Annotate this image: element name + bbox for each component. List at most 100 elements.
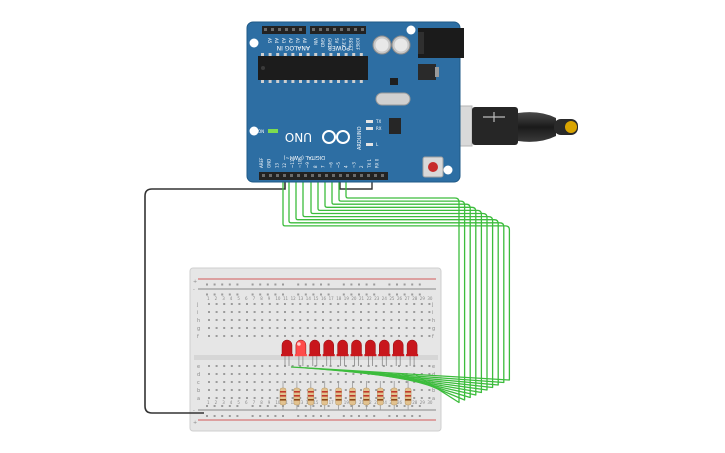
breadboard-hole[interactable] (291, 373, 294, 375)
rail-hole[interactable] (221, 293, 224, 296)
breadboard-hole[interactable] (382, 311, 385, 313)
breadboard-hole[interactable] (268, 381, 271, 383)
header-pin[interactable] (311, 174, 314, 177)
led[interactable] (295, 339, 307, 356)
rail-hole[interactable] (403, 415, 406, 417)
rail-hole[interactable] (266, 405, 269, 407)
led[interactable] (351, 339, 362, 356)
breadboard-hole[interactable] (306, 311, 309, 313)
breadboard-hole[interactable] (329, 311, 332, 313)
rail-hole[interactable] (396, 283, 398, 286)
header-pin[interactable] (271, 28, 274, 31)
breadboard-hole[interactable] (261, 327, 264, 329)
rail-hole[interactable] (228, 293, 231, 296)
rail-hole[interactable] (274, 415, 277, 417)
breadboard-hole[interactable] (268, 389, 271, 391)
rail-hole[interactable] (365, 293, 368, 296)
breadboard-hole[interactable] (375, 327, 378, 329)
breadboard-hole[interactable] (253, 365, 256, 367)
header-pin[interactable] (367, 174, 370, 177)
led[interactable] (392, 339, 404, 356)
breadboard-hole[interactable] (398, 365, 400, 367)
rail-hole[interactable] (358, 415, 360, 417)
rail-hole[interactable] (327, 415, 330, 417)
breadboard-hole[interactable] (405, 327, 408, 329)
breadboard-hole[interactable] (398, 335, 400, 337)
rail-hole[interactable] (304, 283, 307, 286)
header-pin[interactable] (333, 28, 336, 31)
breadboard-hole[interactable] (329, 335, 332, 337)
breadboard-hole[interactable] (405, 311, 408, 313)
rail-hole[interactable] (312, 415, 315, 417)
rail-hole[interactable] (236, 415, 239, 417)
breadboard-hole[interactable] (398, 397, 400, 399)
breadboard-hole[interactable] (276, 303, 279, 305)
rail-hole[interactable] (403, 405, 406, 407)
breadboard-hole[interactable] (382, 319, 385, 321)
breadboard-hole[interactable] (246, 373, 248, 375)
breadboard-hole[interactable] (428, 319, 431, 321)
breadboard-hole[interactable] (367, 319, 370, 321)
rail-hole[interactable] (259, 405, 262, 407)
breadboard-hole[interactable] (314, 327, 317, 329)
rail-hole[interactable] (418, 415, 421, 417)
breadboard-hole[interactable] (208, 389, 210, 391)
breadboard-hole[interactable] (299, 397, 302, 399)
breadboard-hole[interactable] (230, 335, 233, 337)
header-pin[interactable] (339, 174, 342, 177)
breadboard-hole[interactable] (261, 335, 264, 337)
rail-hole[interactable] (350, 405, 353, 407)
breadboard-hole[interactable] (420, 397, 423, 399)
breadboard-hole[interactable] (215, 397, 218, 399)
breadboard-hole[interactable] (299, 373, 302, 375)
breadboard-hole[interactable] (299, 365, 302, 367)
breadboard-hole[interactable] (390, 327, 393, 329)
breadboard-hole[interactable] (413, 311, 416, 313)
breadboard-hole[interactable] (352, 335, 355, 337)
breadboard-hole[interactable] (299, 303, 302, 305)
breadboard-hole[interactable] (344, 389, 347, 391)
breadboard-hole[interactable] (208, 381, 210, 383)
breadboard-hole[interactable] (314, 381, 317, 383)
header-pin[interactable] (290, 174, 293, 177)
breadboard-hole[interactable] (223, 311, 226, 313)
header-pin[interactable] (264, 28, 267, 31)
breadboard-hole[interactable] (268, 335, 271, 337)
breadboard-hole[interactable] (322, 381, 324, 383)
header-pin[interactable] (340, 28, 343, 31)
breadboard-hole[interactable] (420, 335, 423, 337)
rail-hole[interactable] (358, 293, 360, 296)
rail-hole[interactable] (312, 405, 315, 407)
breadboard-hole[interactable] (398, 303, 400, 305)
breadboard-hole[interactable] (352, 327, 355, 329)
breadboard-hole[interactable] (420, 319, 423, 321)
breadboard-hole[interactable] (420, 365, 423, 367)
breadboard-hole[interactable] (413, 303, 416, 305)
breadboard-hole[interactable] (344, 365, 347, 367)
breadboard-hole[interactable] (276, 327, 279, 329)
header-pin[interactable] (325, 174, 328, 177)
breadboard-hole[interactable] (352, 303, 355, 305)
breadboard-hole[interactable] (215, 365, 218, 367)
rail-hole[interactable] (236, 283, 239, 286)
header-pin[interactable] (374, 174, 377, 177)
rail-hole[interactable] (350, 293, 353, 296)
header-pin[interactable] (262, 174, 265, 177)
rail-hole[interactable] (206, 405, 208, 407)
breadboard-hole[interactable] (284, 381, 286, 383)
rail-hole[interactable] (266, 415, 269, 417)
breadboard-hole[interactable] (314, 389, 317, 391)
breadboard-hole[interactable] (215, 311, 218, 313)
signal-wire[interactable] (288, 178, 505, 384)
signal-wire[interactable] (345, 178, 460, 404)
signal-wire[interactable] (331, 178, 471, 399)
breadboard-hole[interactable] (215, 389, 218, 391)
breadboard-hole[interactable] (390, 319, 393, 321)
breadboard-hole[interactable] (306, 381, 309, 383)
breadboard-hole[interactable] (428, 397, 431, 399)
header-pin[interactable] (361, 28, 364, 31)
rail-hole[interactable] (373, 405, 376, 407)
breadboard-hole[interactable] (276, 389, 279, 391)
breadboard-hole[interactable] (413, 335, 416, 337)
breadboard-hole[interactable] (299, 381, 302, 383)
